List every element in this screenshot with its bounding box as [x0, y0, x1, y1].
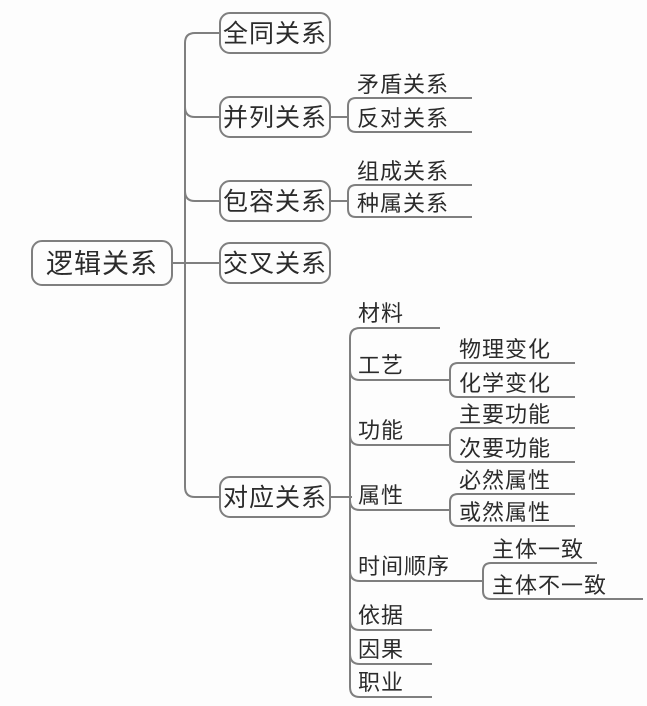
node-zhutibuyizhi[interactable]: 主体不一致	[492, 573, 607, 598]
node-duiying-label: 对应关系	[223, 484, 327, 512]
node-zucheng-label: 组成关系	[357, 159, 449, 184]
node-zhiye[interactable]: 职业	[358, 670, 404, 695]
connector-pair-wuli-huaxue	[449, 362, 575, 398]
node-zhuyaogongneng-label: 主要功能	[459, 402, 551, 427]
node-quantong[interactable]: 全同关系	[219, 12, 331, 54]
connector-trunk-main	[184, 32, 220, 498]
node-maodun-label: 矛盾关系	[357, 72, 449, 97]
node-baorong-label: 包容关系	[223, 188, 327, 216]
connector-elbow-gongyi	[349, 369, 450, 381]
node-zhongshu-label: 种属关系	[357, 191, 449, 216]
node-zhiye-label: 职业	[358, 670, 404, 695]
node-shijianshunxu[interactable]: 时间顺序	[358, 554, 450, 579]
node-biranshuxing[interactable]: 必然属性	[459, 468, 551, 493]
node-shuxing[interactable]: 属性	[358, 483, 404, 508]
connector-pair-zhuyao-ciyao	[449, 427, 575, 463]
connector-elbow-yinguo	[349, 653, 432, 665]
node-zucheng[interactable]: 组成关系	[357, 159, 449, 184]
node-ciyaogongneng[interactable]: 次要功能	[459, 436, 551, 461]
node-jiaocha-label: 交叉关系	[223, 250, 327, 278]
node-yinguo-label: 因果	[358, 637, 404, 662]
node-fandui[interactable]: 反对关系	[357, 106, 449, 131]
node-yiju[interactable]: 依据	[358, 603, 404, 628]
node-shijianshunxu-label: 时间顺序	[358, 554, 450, 579]
node-huaxuebianhua[interactable]: 化学变化	[459, 371, 551, 396]
node-fandui-label: 反对关系	[357, 106, 449, 131]
node-duiying[interactable]: 对应关系	[219, 476, 331, 518]
connector-group-root	[172, 32, 220, 498]
node-zhutiyizhi-label: 主体一致	[492, 537, 584, 562]
connector-pair-biran-huoran	[449, 493, 575, 527]
node-gongneng-label: 功能	[358, 418, 404, 443]
node-huoranshuxing-label: 或然属性	[459, 500, 551, 525]
node-binglie-label: 并列关系	[223, 104, 327, 132]
connector-elbow-binglie	[184, 106, 220, 118]
node-root-box[interactable]	[31, 240, 173, 286]
node-jiaocha-box[interactable]	[219, 242, 331, 284]
node-gongyi[interactable]: 工艺	[358, 353, 404, 378]
node-shuxing-label: 属性	[358, 483, 404, 508]
node-duiying-box[interactable]	[219, 476, 331, 518]
node-cailiao-label: 材料	[358, 301, 404, 326]
node-quantong-label: 全同关系	[223, 20, 327, 48]
node-wulibianhua-label: 物理变化	[459, 337, 551, 362]
node-zhutiyizhi[interactable]: 主体一致	[492, 537, 584, 562]
connector-elbow-shuxing	[349, 499, 450, 511]
connector-pair-zucheng-zhongshu	[347, 184, 472, 218]
connector-elbow-baorong	[184, 190, 220, 202]
connector-pair-maodun-fandui	[347, 97, 472, 133]
node-binglie[interactable]: 并列关系	[219, 96, 331, 138]
node-gongneng[interactable]: 功能	[358, 418, 404, 443]
node-yiju-label: 依据	[358, 603, 404, 628]
node-maodun[interactable]: 矛盾关系	[357, 72, 449, 97]
node-jiaocha[interactable]: 交叉关系	[219, 242, 331, 284]
node-biranshuxing-label: 必然属性	[459, 468, 551, 493]
node-gongyi-label: 工艺	[358, 353, 404, 378]
node-zhongshu[interactable]: 种属关系	[357, 191, 449, 216]
node-binglie-box[interactable]	[219, 96, 331, 138]
connector-elbow-yiju	[349, 619, 432, 631]
node-huoranshuxing[interactable]: 或然属性	[459, 500, 551, 525]
node-baorong[interactable]: 包容关系	[219, 180, 331, 222]
node-cailiao[interactable]: 材料	[358, 301, 404, 326]
connector-group-pairs	[347, 97, 643, 600]
connector-trunk-duiying	[349, 327, 440, 698]
node-ciyaogongneng-label: 次要功能	[459, 436, 551, 461]
node-yinguo[interactable]: 因果	[358, 637, 404, 662]
connector-pair-zhuti	[482, 562, 643, 600]
node-baorong-box[interactable]	[219, 180, 331, 222]
node-quantong-box[interactable]	[219, 12, 331, 54]
node-zhutibuyizhi-label: 主体不一致	[492, 573, 607, 598]
connector-group-duiying	[349, 327, 483, 698]
node-huaxuebianhua-label: 化学变化	[459, 371, 551, 396]
connector-elbow-shijianshunxu	[349, 570, 483, 582]
node-wulibianhua[interactable]: 物理变化	[459, 337, 551, 362]
connector-group-stubs	[330, 116, 352, 498]
connector-elbow-gongneng	[349, 434, 450, 446]
node-root[interactable]: 逻辑关系	[31, 240, 173, 286]
node-zhuyaogongneng[interactable]: 主要功能	[459, 402, 551, 427]
node-root-label: 逻辑关系	[46, 249, 158, 279]
